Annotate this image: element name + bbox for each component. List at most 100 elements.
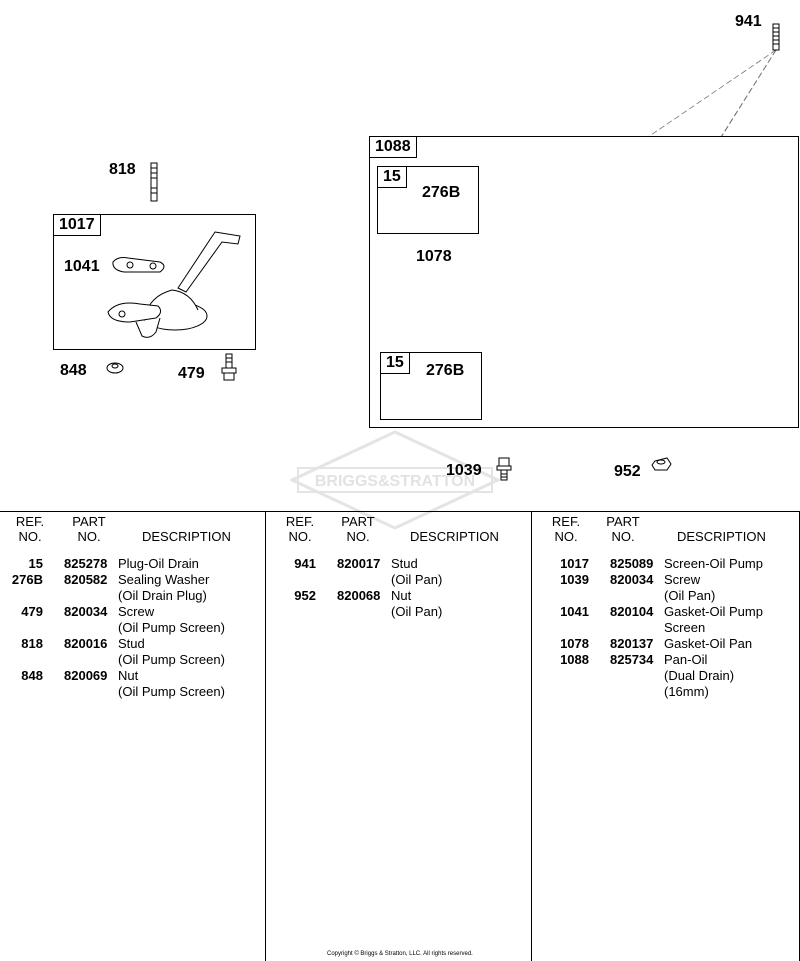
- description-line: Gasket-Oil Pan: [664, 636, 753, 651]
- header-part-line2: NO.: [346, 529, 370, 544]
- description-line: (16mm): [664, 684, 709, 699]
- ref-no: 818: [21, 636, 43, 651]
- ref-no: 1078: [560, 636, 589, 651]
- header-part-line1: PART: [72, 514, 106, 529]
- header-description: DESCRIPTION: [142, 529, 231, 544]
- part-no: 820034: [610, 572, 654, 587]
- header-ref-line2: NO.: [18, 529, 42, 544]
- header-part-line1: PART: [606, 514, 640, 529]
- header-part: PART NO.: [70, 514, 108, 544]
- box-label-15-bottom: 15: [380, 352, 410, 374]
- nut-952-icon: [651, 457, 672, 471]
- ref-no: 1041: [560, 604, 589, 619]
- box-1017: [53, 214, 256, 350]
- box-label-1088: 1088: [369, 136, 417, 158]
- part-no: 820137: [610, 636, 654, 651]
- table-column-3: REF. NO. PART NO. DESCRIPTION 1017 825089…: [531, 512, 799, 961]
- description-line: (Oil Pump Screen): [118, 652, 225, 667]
- stud-818-icon: [150, 162, 158, 202]
- briggs-stratton-watermark: BRIGGS&STRATTON: [290, 430, 500, 530]
- description-line: Screw: [664, 572, 701, 587]
- header-part: PART NO.: [339, 514, 377, 544]
- header-ref: REF. NO.: [12, 514, 48, 544]
- screw-1039-icon: [496, 457, 512, 481]
- part-no: 820582: [64, 572, 108, 587]
- description-line: (Oil Pump Screen): [118, 620, 225, 635]
- box-drain-top: [377, 166, 479, 234]
- description-line: Gasket-Oil Pump: [664, 604, 763, 619]
- description-line: Plug-Oil Drain: [118, 556, 199, 571]
- description: Plug-Oil Drain: [118, 556, 199, 572]
- header-ref-line1: REF.: [285, 514, 315, 529]
- header-ref: REF. NO.: [282, 514, 318, 544]
- description-line: (Oil Pan): [391, 572, 443, 587]
- description-line: Sealing Washer: [118, 572, 210, 587]
- callout-952: 952: [614, 463, 641, 480]
- description: Sealing Washer(Oil Drain Plug): [118, 572, 209, 604]
- callout-848: 848: [60, 362, 87, 379]
- header-part-line1: PART: [341, 514, 375, 529]
- description-line: Screw: [118, 604, 155, 619]
- screw-479-icon: [221, 353, 237, 381]
- callout-818: 818: [109, 161, 136, 178]
- part-no: 825278: [64, 556, 108, 571]
- description: Pan-Oil(Dual Drain)(16mm): [664, 652, 734, 700]
- ref-no: 1088: [560, 652, 589, 667]
- description: Stud(Oil Pump Screen): [118, 636, 225, 668]
- description-line: Pan-Oil: [664, 652, 708, 667]
- box-label-15-top: 15: [377, 166, 407, 188]
- oil-pump-screen-icon: [107, 231, 241, 338]
- copyright-notice: Copyright © Briggs & Stratton, LLC. All …: [327, 951, 473, 957]
- description-line: (Oil Pan): [664, 588, 716, 603]
- callout-276b-top: 276B: [422, 184, 461, 201]
- header-part: PART NO.: [604, 514, 642, 544]
- callout-1041: 1041: [64, 258, 100, 275]
- table-column-2: REF. NO. PART NO. DESCRIPTION 941 820017 S…: [265, 512, 532, 961]
- description-line: Screen-Oil Pump: [664, 556, 763, 571]
- description-line: Nut: [391, 588, 412, 603]
- header-ref-line2: NO.: [288, 529, 312, 544]
- description: Gasket-Oil Pan: [664, 636, 752, 652]
- watermark-text: BRIGGS&STRATTON: [315, 473, 475, 490]
- part-no: 825734: [610, 652, 654, 667]
- header-description: DESCRIPTION: [677, 529, 766, 544]
- description-line: Stud: [391, 556, 418, 571]
- part-no: 820068: [337, 588, 381, 603]
- ref-no: 952: [294, 588, 316, 603]
- header-ref-line2: NO.: [554, 529, 578, 544]
- description: Nut(Oil Pump Screen): [118, 668, 225, 700]
- header-ref-line1: REF.: [15, 514, 45, 529]
- description: Screw(Oil Pan): [664, 572, 715, 604]
- ref-no: 479: [21, 604, 43, 619]
- description-line: (Oil Drain Plug): [118, 588, 207, 603]
- description-line: Stud: [118, 636, 145, 651]
- ref-no: 848: [21, 668, 43, 683]
- description: Screw(Oil Pump Screen): [118, 604, 225, 636]
- box-label-1017: 1017: [53, 214, 101, 236]
- description: Stud(Oil Pan): [391, 556, 442, 588]
- ref-no: 1017: [560, 556, 589, 571]
- table-column-1: REF. NO. PART NO. DESCRIPTION 15 825278 Pl…: [0, 512, 265, 961]
- callout-276b-bottom: 276B: [426, 362, 465, 379]
- header-ref: REF. NO.: [548, 514, 584, 544]
- part-no: 820069: [64, 668, 108, 683]
- header-description: DESCRIPTION: [410, 529, 499, 544]
- parts-table: REF. NO. PART NO. DESCRIPTION 15 825278 Pl…: [0, 511, 800, 961]
- header-part-line2: NO.: [611, 529, 635, 544]
- part-no: 820016: [64, 636, 108, 651]
- ref-no: 276B: [11, 572, 43, 587]
- part-no: 825089: [610, 556, 654, 571]
- description-line: Screen: [664, 620, 706, 635]
- description-line: (Dual Drain): [664, 668, 735, 683]
- ref-no: 15: [28, 556, 43, 571]
- header-part-line2: NO.: [77, 529, 101, 544]
- part-no: 820034: [64, 604, 108, 619]
- callout-1078: 1078: [416, 248, 452, 265]
- part-no: 820017: [337, 556, 381, 571]
- description-line: (Oil Pan): [391, 604, 443, 619]
- description-line: Nut: [118, 668, 139, 683]
- part-no: 820104: [610, 604, 654, 619]
- ref-no: 941: [294, 556, 316, 571]
- description: Nut(Oil Pan): [391, 588, 442, 620]
